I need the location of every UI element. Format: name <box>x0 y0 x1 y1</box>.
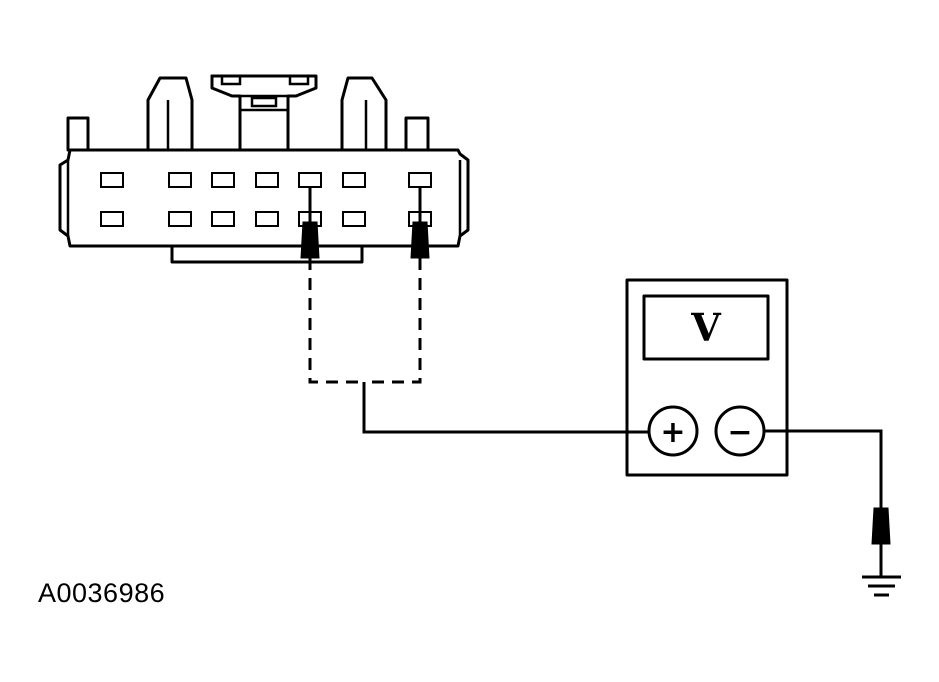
probe-icon <box>410 187 430 259</box>
connector-icon <box>58 74 470 264</box>
probe-icon <box>871 507 891 576</box>
positive-terminal <box>647 405 699 457</box>
positive-terminal-label: + <box>660 415 685 450</box>
positive-lead-wire <box>362 382 648 434</box>
negative-terminal-label: − <box>727 415 752 450</box>
voltmeter-icon: V + − <box>625 278 789 477</box>
negative-lead-wire <box>764 429 883 508</box>
probe-icon <box>300 187 320 259</box>
pin-row-bottom <box>100 211 432 227</box>
alternate-test-leads <box>308 258 422 384</box>
figure-id-label: A0036986 <box>38 578 166 608</box>
meter-display-symbol: V <box>690 305 722 350</box>
ground-symbol-icon <box>862 575 901 597</box>
pin-row-top <box>100 172 432 188</box>
